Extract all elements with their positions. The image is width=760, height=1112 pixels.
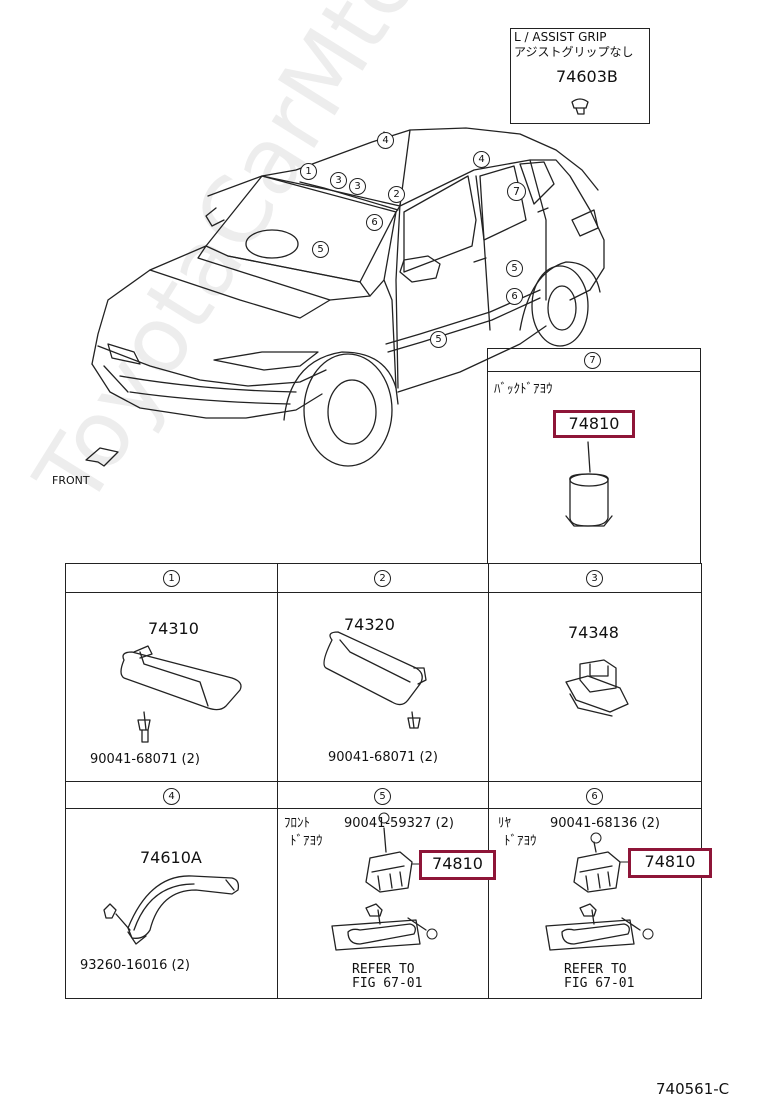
- figure-code: 740561-C: [656, 1080, 730, 1098]
- front-arrow-icon: [85, 447, 119, 467]
- callout-5b: 5: [430, 331, 447, 348]
- grid-h1: [65, 592, 701, 593]
- panel-7-part-number[interactable]: 74810: [553, 410, 635, 438]
- callout-4b: 4: [473, 151, 490, 168]
- callout-3b: 3: [349, 178, 366, 195]
- panel-7: [487, 348, 701, 564]
- assist-grip-inset: [510, 28, 650, 124]
- cell-1-fastener: 90041-68071 (2): [90, 752, 200, 767]
- cell-6-refer-line2: FIG 67-01: [564, 976, 635, 991]
- callout-4a: 4: [377, 132, 394, 149]
- grid-v2: [488, 563, 489, 998]
- cell-5-label-door: ﾄﾞｱﾖｳ: [290, 834, 323, 849]
- callout-2: 2: [388, 186, 405, 203]
- rear-door-lamp-icon: [545, 841, 641, 951]
- clip-icon: [571, 98, 589, 115]
- cell-6-label-door: ﾄﾞｱﾖｳ: [504, 834, 537, 849]
- cell-1-number: 1: [163, 570, 180, 587]
- sunvisor-right-icon: [323, 631, 427, 729]
- cell-5-fastener: 90041-59327 (2): [344, 816, 454, 831]
- callout-1: 1: [300, 163, 317, 180]
- assist-grip-icon: [103, 875, 240, 945]
- cell-5-part-number[interactable]: 74810: [419, 850, 496, 880]
- cell-6-fastener: 90041-68136 (2): [550, 816, 660, 831]
- inset-part-number: 74603B: [556, 67, 618, 86]
- cell-6-number: 6: [586, 788, 603, 805]
- cell-5-label-front: ﾌﾛﾝﾄ: [284, 816, 310, 831]
- cell-6-refer-line1: REFER TO: [564, 962, 627, 977]
- callout-6b: 6: [506, 288, 523, 305]
- panel-7-title: ﾊﾞｯｸﾄﾞｱﾖｳ: [494, 382, 553, 397]
- cell-3-part-number: 74348: [568, 623, 619, 642]
- car-illustration: [91, 127, 605, 467]
- cell-4-number: 4: [163, 788, 180, 805]
- cell-5-number: 5: [374, 788, 391, 805]
- callout-6a: 6: [366, 214, 383, 231]
- room-lamp-icon: [565, 659, 629, 717]
- panel-7-header-line: [487, 371, 700, 372]
- panel-7-number: 7: [584, 352, 601, 369]
- cell-2-number: 2: [374, 570, 391, 587]
- inset-subtitle: アジストグリップなし: [514, 45, 634, 59]
- grid-h3: [65, 808, 701, 809]
- cell-6-label-rear: ﾘﾔ: [498, 816, 511, 831]
- front-label: FRONT: [52, 474, 90, 487]
- cell-5-refer-line2: FIG 67-01: [352, 976, 423, 991]
- grid-v1: [277, 563, 278, 998]
- bulb-housing-icon: [565, 441, 613, 527]
- callout-3a: 3: [330, 172, 347, 189]
- cell-5-refer-line1: REFER TO: [352, 962, 415, 977]
- callout-5c: 5: [506, 260, 523, 277]
- front-door-lamp-icon: [331, 827, 427, 951]
- cell-6-part-number[interactable]: 74810: [628, 848, 712, 878]
- cell-4-fastener: 93260-16016 (2): [80, 958, 190, 973]
- grid-h2: [65, 781, 701, 782]
- cell-2-part-number: 74320: [344, 615, 395, 634]
- callout-5a: 5: [312, 241, 329, 258]
- cell-2-fastener: 90041-68071 (2): [328, 750, 438, 765]
- sunvisor-left-icon: [120, 645, 242, 743]
- callout-7: 7: [507, 182, 526, 201]
- cell-4-part-number: 74610A: [140, 848, 202, 867]
- cell-1-part-number: 74310: [148, 619, 199, 638]
- inset-title: L / ASSIST GRIP: [514, 30, 607, 44]
- cell-3-number: 3: [586, 570, 603, 587]
